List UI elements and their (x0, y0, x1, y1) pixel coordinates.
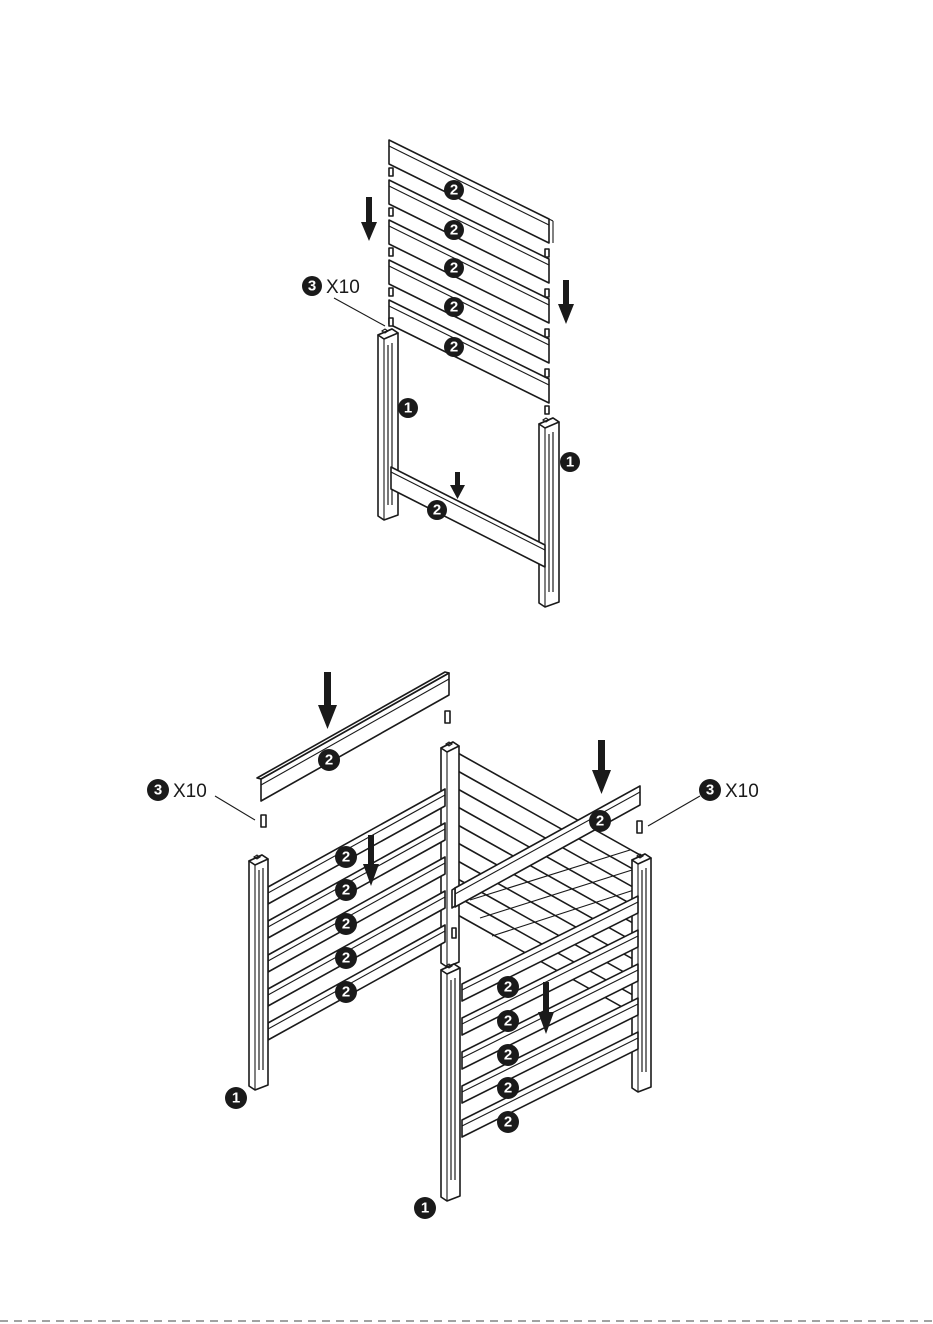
step2-left-board-badge: 2 (335, 981, 357, 1003)
step2-box-assembly: 2 2 2 2 2 2 2 2 2 2 2 2 1 1 3 X10 3 X10 (147, 672, 759, 1219)
svg-text:3: 3 (154, 782, 162, 799)
step1-board-badge: 2 (444, 258, 464, 278)
step2-peg-badge-left: 3 (147, 779, 169, 801)
step1-board-stack (389, 140, 553, 403)
step2-post-badge: 1 (414, 1197, 436, 1219)
step2-peg-badge-right: 3 (699, 779, 721, 801)
step2-peg-quantity-left: X10 (173, 781, 207, 802)
step2-post-left (249, 855, 268, 1090)
svg-text:1: 1 (421, 1200, 429, 1217)
svg-text:2: 2 (450, 182, 458, 199)
step2-left-board-badge: 2 (335, 879, 357, 901)
svg-text:2: 2 (504, 1114, 512, 1131)
step1-panel-assembly: 2 2 2 2 2 2 1 1 3 X10 (302, 140, 580, 607)
svg-text:2: 2 (450, 299, 458, 316)
step2-post-front (441, 964, 460, 1201)
step1-board-badge: 2 (427, 500, 447, 520)
svg-text:2: 2 (433, 502, 441, 519)
step1-peg-badge: 3 (302, 276, 322, 296)
svg-text:1: 1 (404, 400, 412, 417)
down-arrow-icon (361, 197, 377, 241)
svg-text:2: 2 (450, 339, 458, 356)
step2-right-board-badge: 2 (497, 976, 519, 998)
svg-text:2: 2 (596, 813, 604, 830)
svg-text:2: 2 (342, 882, 350, 899)
svg-text:2: 2 (342, 849, 350, 866)
svg-text:2: 2 (450, 222, 458, 239)
step2-right-board-badge: 2 (497, 1010, 519, 1032)
svg-text:2: 2 (342, 950, 350, 967)
step1-board-bottom (391, 467, 545, 567)
svg-text:1: 1 (232, 1090, 240, 1107)
down-arrow-icon (592, 740, 611, 794)
step1-post-badge: 1 (560, 452, 580, 472)
svg-text:2: 2 (504, 1013, 512, 1030)
step1-peg-quantity: X10 (326, 277, 360, 298)
svg-text:2: 2 (342, 984, 350, 1001)
step2-left-board-badge: 2 (335, 846, 357, 868)
svg-text:2: 2 (342, 916, 350, 933)
svg-text:3: 3 (706, 782, 714, 799)
step1-post-right (539, 418, 559, 607)
step1-board-badge: 2 (444, 180, 464, 200)
down-arrow-icon (318, 672, 337, 729)
step1-board-badge: 2 (444, 220, 464, 240)
step2-left-boards (268, 789, 445, 1040)
svg-text:2: 2 (504, 979, 512, 996)
step2-post-badge: 1 (225, 1087, 247, 1109)
step2-top-board-left (257, 672, 449, 801)
step2-right-board-badge: 2 (497, 1077, 519, 1099)
svg-text:3: 3 (308, 278, 316, 295)
svg-text:2: 2 (325, 752, 333, 769)
step2-top-board-badge: 2 (589, 810, 611, 832)
svg-text:2: 2 (450, 260, 458, 277)
step1-board-badge: 2 (444, 337, 464, 357)
step2-right-board-badge: 2 (497, 1111, 519, 1133)
step2-top-board-badge: 2 (318, 749, 340, 771)
step1-post-badge: 1 (398, 398, 418, 418)
step1-board-badge: 2 (444, 297, 464, 317)
svg-text:2: 2 (504, 1080, 512, 1097)
step2-right-board-badge: 2 (497, 1044, 519, 1066)
step2-peg-quantity-right: X10 (725, 781, 759, 802)
down-arrow-icon (450, 472, 465, 499)
step2-left-board-badge: 2 (335, 913, 357, 935)
step2-left-board-badge: 2 (335, 947, 357, 969)
down-arrow-icon (558, 280, 574, 324)
svg-text:2: 2 (504, 1047, 512, 1064)
svg-text:1: 1 (566, 454, 574, 471)
